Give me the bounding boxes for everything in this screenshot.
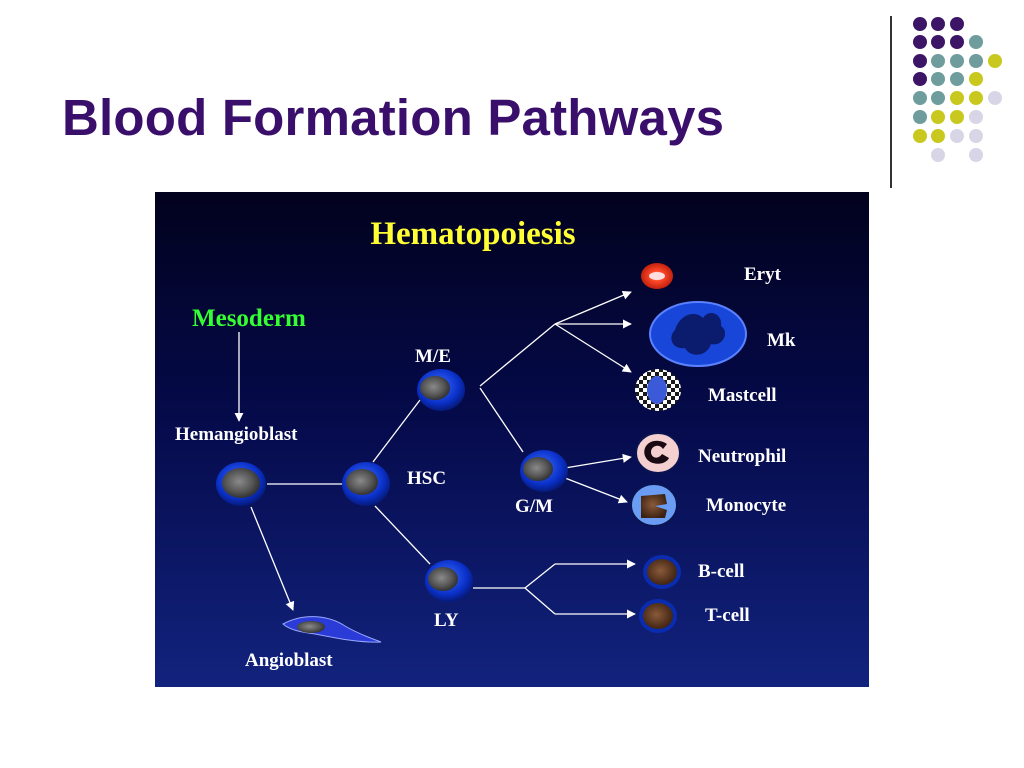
neutrophil-cell: [635, 432, 681, 474]
dot: [931, 72, 945, 86]
label-mesoderm: Mesoderm: [192, 305, 306, 332]
label-gm: G/M: [515, 496, 553, 517]
dot: [969, 35, 983, 49]
dot: [969, 91, 983, 105]
dot: [988, 91, 1002, 105]
me-to-gm-line: [479, 387, 524, 453]
dot: [969, 148, 983, 162]
dot: [931, 148, 945, 162]
hemangioblast-cell: [216, 462, 266, 506]
dot: [950, 91, 964, 105]
dot: [913, 110, 927, 124]
dot: [931, 17, 945, 31]
dot: [913, 35, 927, 49]
hsc-to-me-line: [372, 399, 421, 463]
ly-branch-down-line: [524, 587, 556, 615]
slide-title: Blood Formation Pathways: [62, 89, 725, 146]
dot: [950, 129, 964, 143]
hematopoiesis-diagram: Hematopoiesis: [155, 192, 869, 687]
gm-to-monocyte-arrow: [564, 477, 628, 504]
dot: [969, 110, 983, 124]
dot: [950, 17, 964, 31]
label-ly: LY: [434, 610, 459, 631]
bcell-cell: [643, 555, 681, 589]
tcell-cell: [639, 599, 677, 633]
gm-cell: [520, 450, 568, 492]
dot: [913, 54, 927, 68]
ly-branch-up-line: [524, 563, 556, 589]
label-eryt: Eryt: [744, 264, 782, 285]
dot: [969, 72, 983, 86]
diagram-title: Hematopoiesis: [370, 216, 575, 252]
dot: [913, 72, 927, 86]
dot: [913, 129, 927, 143]
angioblast-cell: [282, 616, 382, 643]
label-monocyte: Monocyte: [706, 495, 786, 516]
dot: [969, 54, 983, 68]
me-cell: [417, 369, 465, 411]
megakaryocyte-cell: [649, 301, 747, 367]
dot: [931, 129, 945, 143]
monocyte-cell: [630, 483, 678, 527]
label-bcell: B-cell: [698, 561, 744, 582]
label-hsc: HSC: [407, 468, 446, 489]
dot: [969, 129, 983, 143]
dot: [931, 91, 945, 105]
dot: [988, 54, 1002, 68]
ly-cell: [425, 560, 473, 602]
me-stub-line: [479, 323, 556, 387]
gm-to-neutrophil-arrow: [564, 453, 632, 469]
dot: [950, 54, 964, 68]
label-neutrophil: Neutrophil: [698, 446, 786, 467]
hemangioblast-to-angioblast-arrow: [250, 506, 295, 611]
hsc-cell: [342, 462, 390, 506]
dot: [950, 35, 964, 49]
mastcell-cell: [635, 369, 681, 411]
hsc-to-ly-line: [374, 505, 431, 565]
dot: [950, 110, 964, 124]
me-to-mastcell-arrow: [554, 323, 632, 373]
dot: [931, 110, 945, 124]
erythrocyte-cell: [641, 263, 673, 289]
dot: [950, 72, 964, 86]
connection-lines: [234, 290, 636, 619]
divider-line: [890, 16, 892, 188]
dot: [913, 91, 927, 105]
dot: [913, 17, 927, 31]
label-mk: Mk: [767, 330, 796, 351]
me-to-eryt-arrow: [554, 290, 632, 325]
label-mastcell: Mastcell: [708, 385, 777, 406]
dot: [931, 54, 945, 68]
label-me: M/E: [415, 346, 451, 367]
label-angioblast: Angioblast: [245, 650, 333, 671]
dot: [931, 35, 945, 49]
label-hemangioblast: Hemangioblast: [175, 424, 298, 445]
label-tcell: T-cell: [705, 605, 750, 626]
decorative-dot-grid: [913, 17, 1002, 162]
